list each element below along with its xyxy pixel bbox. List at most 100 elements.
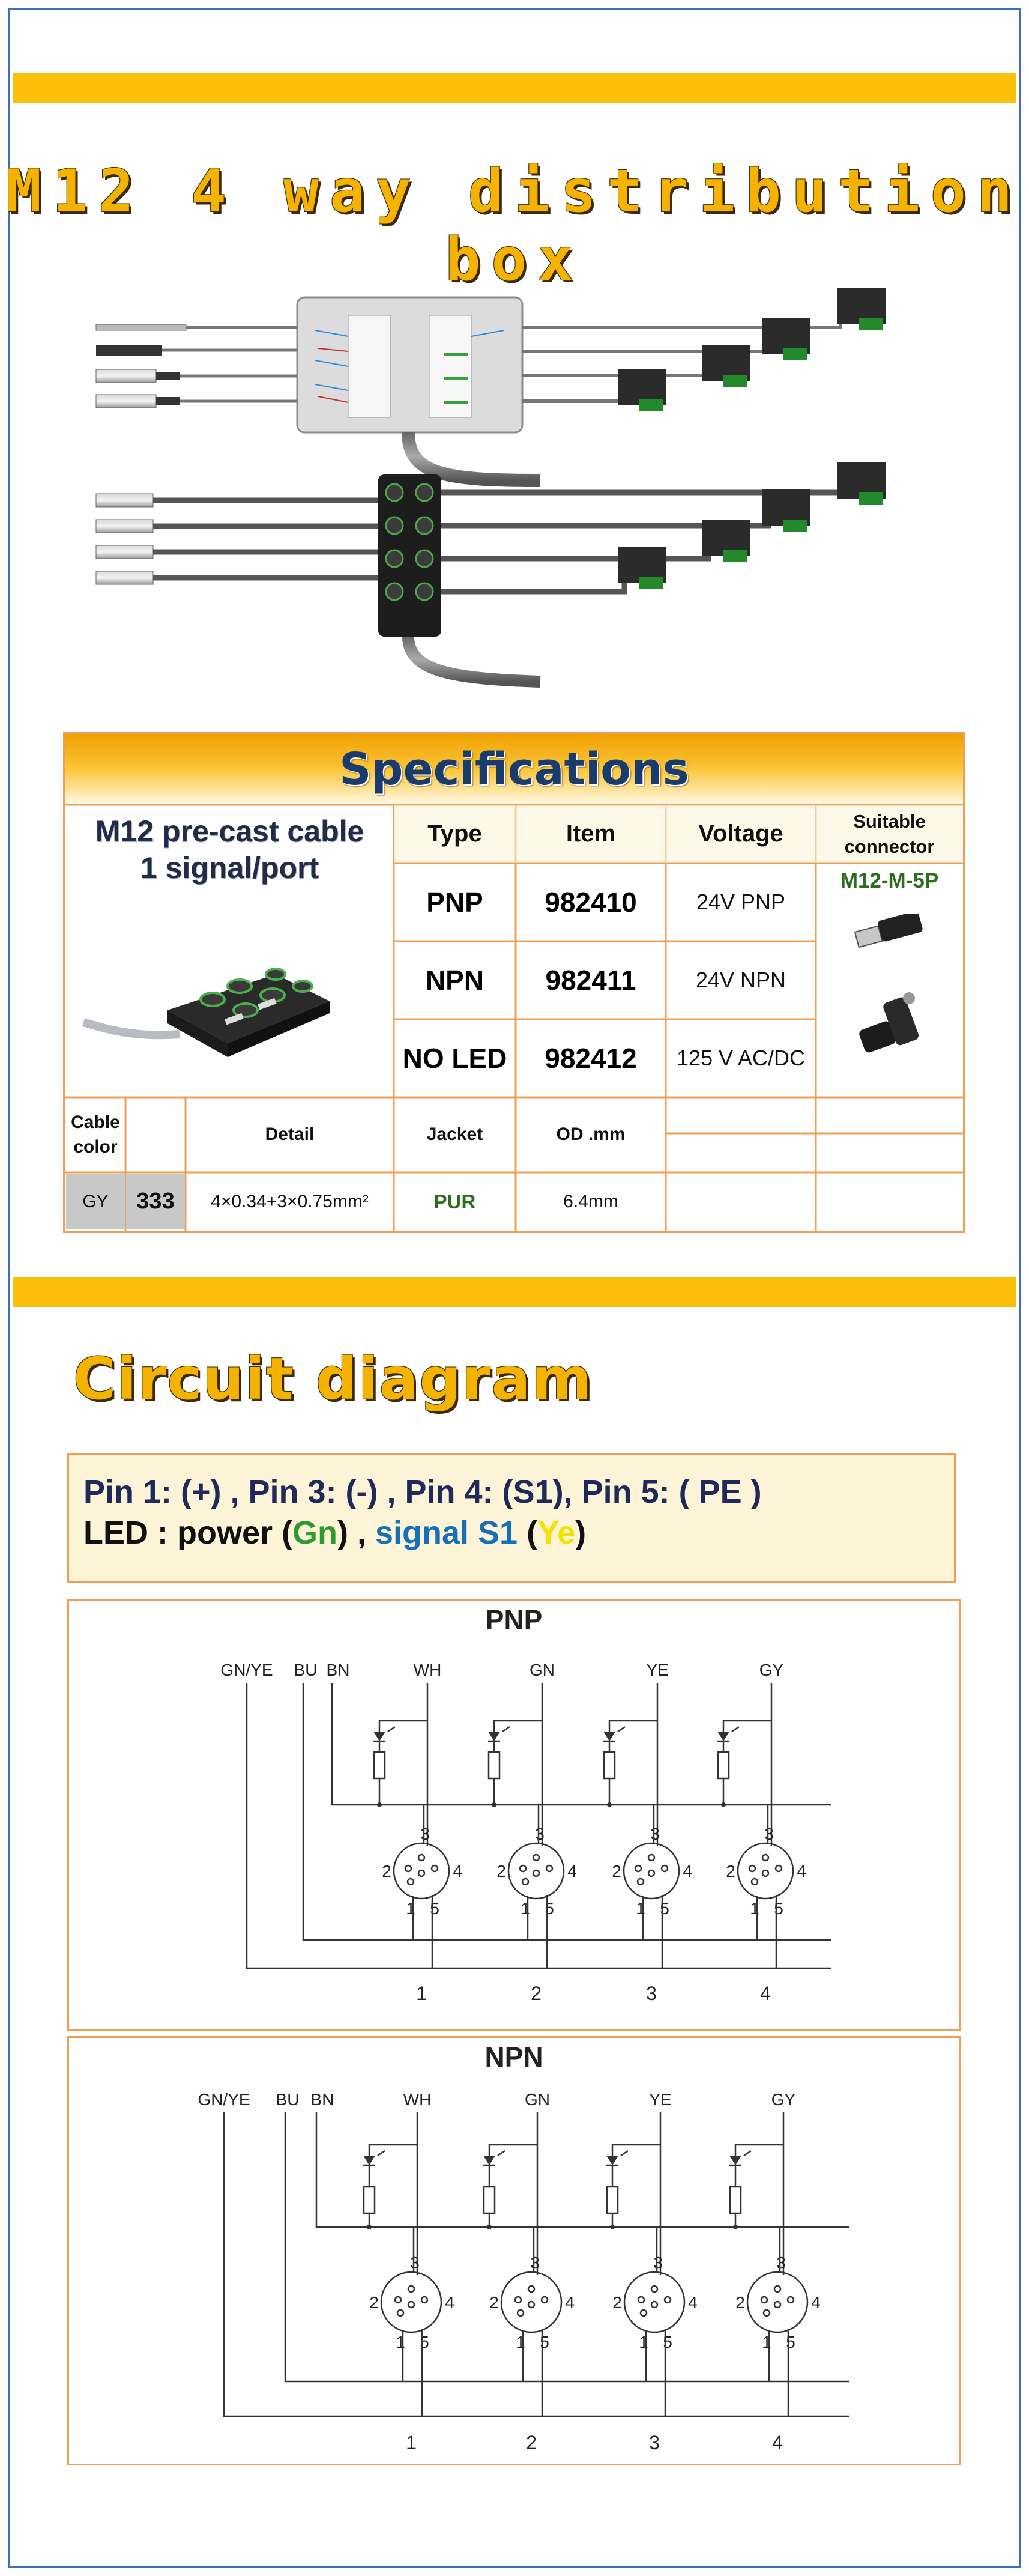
port-number-4: 4 [760, 1983, 771, 2004]
led-branch-1 [368, 2144, 417, 2156]
pin-label-4: 4 [445, 2293, 454, 2312]
pin-label-3: 3 [776, 2253, 786, 2272]
led-branch-3 [608, 1720, 657, 1732]
wire-label-gnye: GN/YE [198, 2090, 250, 2109]
terminal-distribution-box [296, 296, 541, 487]
led-branch-4 [722, 1720, 771, 1732]
pin-label-4: 4 [811, 2293, 821, 2312]
od-header: OD .mm [556, 1124, 626, 1145]
pin-hole-2-3 [527, 2285, 536, 2293]
pin-label-5: 5 [663, 2333, 672, 2351]
cable-code: 333 [136, 1189, 175, 1214]
led-open-paren: ( [518, 1515, 538, 1551]
led-branch-3 [611, 2144, 660, 2156]
led-yellow-label: Ye [537, 1515, 576, 1551]
pin-label-1: 1 [762, 2333, 771, 2351]
diagram-title: NPN [484, 2041, 543, 2073]
upper-sensor-cables [95, 324, 297, 408]
wire-label-bu: BU [294, 1661, 318, 1679]
col-type: Type [427, 820, 482, 847]
bus-pe [246, 1683, 831, 1969]
wire-label-ye: YE [646, 1661, 668, 1679]
pin-hole-4-1 [762, 2309, 771, 2317]
led-ray-4 [731, 1726, 740, 1733]
pin-hole-3-4 [663, 2296, 672, 2304]
pin-label-5: 5 [774, 1899, 783, 1918]
row3-item: 982412 [545, 1043, 637, 1074]
pin-label-1: 1 [396, 2333, 405, 2351]
pin-hole-3-5 [650, 2300, 659, 2309]
cable-detail: 4×0.34+3×0.75mm² [211, 1191, 369, 1211]
row1-item: 982410 [545, 886, 637, 918]
led-ray-3 [617, 1726, 626, 1733]
bus-bu [284, 2112, 849, 2383]
bus-bu [302, 1683, 831, 1941]
resistor-1 [363, 2186, 376, 2214]
pin-hole-3-3 [647, 1853, 656, 1862]
led-ray-2 [502, 1726, 510, 1733]
pin-label-1: 1 [521, 1899, 530, 1918]
pin-hole-2-5 [527, 2300, 536, 2309]
pin-label-5: 5 [786, 2333, 795, 2351]
led-ray-4 [743, 2150, 752, 2157]
lower-sensor-cables [95, 493, 378, 585]
pin-label-3: 3 [764, 1825, 774, 1843]
page-title: M12 4 way distribution box [5, 157, 1024, 294]
pin-hole-4-2 [760, 2296, 768, 2304]
pin-label-1: 1 [636, 1899, 645, 1918]
row2-type: NPN [425, 965, 484, 996]
pin-hole-3-3 [650, 2285, 659, 2293]
junction-3 [610, 2225, 615, 2229]
pin-hole-4-1 [750, 1877, 759, 1886]
connector-face-4 [746, 2271, 809, 2333]
pin-hole-2-5 [532, 1869, 540, 1877]
pin-hole-2-2 [514, 2296, 522, 2304]
col-voltage: Voltage [698, 820, 783, 847]
pin-hole-1-2 [404, 1864, 412, 1873]
pin-hole-4-4 [774, 1864, 783, 1873]
pin-hole-3-5 [647, 1869, 656, 1877]
junction-1 [367, 2225, 372, 2229]
row2-item: 982411 [545, 965, 636, 996]
connector-face-4 [737, 1842, 794, 1900]
wire-label-gy: GY [771, 2090, 796, 2109]
detail-header: Detail [265, 1124, 315, 1145]
pin-hole-3-1 [639, 2309, 648, 2317]
led-ray-1 [377, 2150, 385, 2157]
led-signal-label: signal S1 [375, 1515, 518, 1551]
cable-color-header: Cable color [71, 1112, 120, 1157]
pin-hole-2-4 [540, 2296, 549, 2304]
pin-label-3: 3 [650, 1825, 660, 1843]
wire-label-gnye: GN/YE [220, 1661, 273, 1679]
pin-assignment-box: Pin 1: (+) , Pin 3: (-) , Pin 4: (S1), P… [67, 1453, 956, 1583]
pin-hole-4-4 [786, 2296, 795, 2304]
connector-photos [854, 914, 923, 1053]
pin-hole-4-3 [761, 1853, 770, 1862]
lower-valve-connectors [441, 462, 886, 595]
pin-hole-2-4 [545, 1864, 554, 1873]
wire-label-bu: BU [276, 2090, 300, 2109]
row3-type: NO LED [402, 1043, 507, 1074]
resistor-3 [603, 1751, 616, 1780]
pin-hole-3-2 [634, 1864, 642, 1873]
pin-hole-1-2 [394, 2296, 402, 2304]
straight-connector [854, 914, 923, 948]
wire-label-ye: YE [649, 2090, 671, 2109]
pin-label-4: 4 [797, 1862, 806, 1880]
junction-4 [733, 2225, 738, 2229]
pin-label-2: 2 [382, 1862, 391, 1880]
product-illustration [95, 288, 886, 688]
pin-label-5: 5 [420, 2333, 429, 2351]
row2-voltage: 24V NPN [695, 968, 786, 992]
row1-type: PNP [426, 886, 483, 918]
pin-hole-3-1 [636, 1877, 645, 1886]
pin-label-4: 4 [453, 1862, 462, 1880]
wire-label-wh: WH [414, 1661, 442, 1679]
led-ray-2 [497, 2150, 505, 2157]
col-item: Item [566, 820, 616, 847]
cable-color-value: GY [82, 1191, 109, 1211]
led-4 [717, 1732, 729, 1741]
